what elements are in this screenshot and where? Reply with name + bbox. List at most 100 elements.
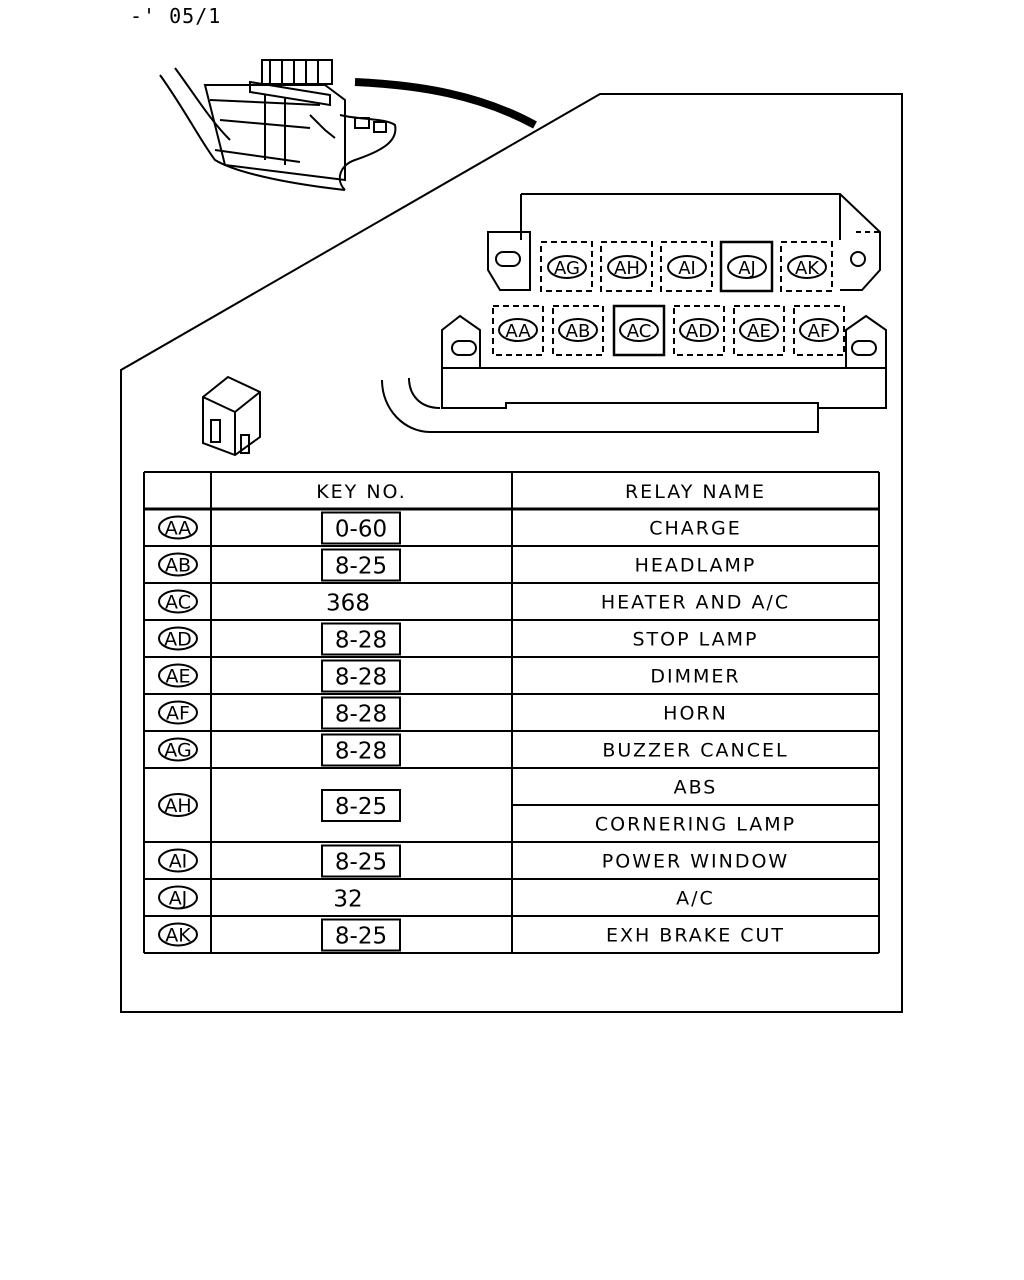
relay-name-value: A/C [676,888,715,910]
relay-code-label: AD [164,629,192,651]
relay-code-oval [158,737,198,762]
relay-socket-ac [612,304,666,357]
relay-code-oval [158,700,198,725]
socket-badge-ag: AG [547,255,587,279]
relay-name-value: CORNERING LAMP [595,814,796,836]
table-row: AJ 32 A/C [158,885,715,913]
relay-code-label: AB [165,555,191,577]
relay-code-oval [679,318,719,342]
key-no-value: 8-28 [335,739,387,765]
relay-socket-ag [540,241,593,292]
row-code-af: AF [158,700,198,725]
key-box [321,511,401,545]
relay-code-oval [547,255,587,279]
relay-icon [202,375,261,457]
table-header: KEY NO. RELAY NAME [316,481,766,503]
relay-code-oval [799,318,839,342]
relay-socket-af [793,305,845,356]
key-no-value: 0-60 [335,517,387,543]
key-no-value: 8-28 [335,628,387,654]
relay-table: KEY NO. RELAY NAME AA 0-60 CHARGE AB 8-25 HEADL… [143,471,880,954]
key-box [321,696,401,730]
row-code-ah: AH [158,793,198,817]
socket-badge-ac: AC [619,318,659,342]
relay-name-value: HORN [663,703,728,725]
key-no-value: 32 [333,887,362,913]
relay-code-label: AE [747,321,771,342]
relay-socket-ah [600,241,653,292]
key-box [321,622,401,656]
relay-block [381,193,887,433]
row-code-aa: AA [158,515,198,540]
socket-badge-aj: AJ [727,255,767,279]
main-frame [120,93,903,1013]
socket-badge-ab: AB [558,318,598,342]
relay-code-label: AH [164,795,191,817]
key-box [321,844,401,878]
header-relay-name: RELAY NAME [625,481,766,503]
relay-code-label: AC [165,592,191,614]
socket-badge-ak: AK [787,255,827,279]
relay-code-oval [619,318,659,342]
relay-name-value: POWER WINDOW [602,851,789,873]
relay-code-label: AK [165,925,191,947]
row-code-ak: AK [158,922,198,947]
header-key-no: KEY NO. [316,481,407,503]
relay-code-label: AE [165,666,190,688]
relay-code-oval [158,793,198,817]
table-row: AH 8-25 ABS CORNERING LAMP [158,777,879,836]
key-no-value: 8-28 [335,665,387,691]
relay-name-value: CHARGE [649,518,741,540]
relay-socket-aj [719,240,774,293]
relay-code-label: AJ [738,258,756,279]
row-code-ad: AD [158,626,198,651]
table-row: AI 8-25 POWER WINDOW [158,844,789,878]
row-code-aj: AJ [158,885,198,910]
relay-code-oval [607,255,647,279]
relay-code-oval [667,255,707,279]
relay-name-value: STOP LAMP [633,629,759,651]
key-box [321,659,401,693]
row-code-ae: AE [158,663,198,688]
relay-code-oval [158,552,198,577]
table-row: AF 8-28 HORN [158,696,728,730]
key-no-value: 8-25 [335,924,387,950]
relay-code-label: AC [627,321,652,342]
table-row: AB 8-25 HEADLAMP [158,548,757,582]
relay-code-label: AA [165,518,192,540]
relay-code-oval [158,589,198,614]
key-no-value: 8-28 [335,702,387,728]
key-box [321,548,401,582]
relay-code-oval [158,626,198,651]
relay-name-value: HEADLAMP [635,555,757,577]
key-no-value: 368 [326,591,370,617]
relay-code-oval [158,515,198,540]
relay-socket-ae [733,305,785,356]
relay-name-value: BUZZER CANCEL [602,740,788,762]
relay-code-label: AI [169,851,188,873]
relay-code-oval [787,255,827,279]
relay-name-value: ABS [674,777,718,799]
harness-location-sketch [159,59,397,191]
row-code-ab: AB [158,552,198,577]
socket-badge-ad: AD [679,318,719,342]
relay-code-oval [558,318,598,342]
relay-name-value: HEATER AND A/C [601,592,790,614]
key-no-value: 8-25 [335,850,387,876]
relay-code-label: AJ [169,888,188,910]
relay-socket-ak [780,241,833,292]
key-box [321,789,401,822]
relay-code-label: AD [686,321,712,342]
relay-code-oval [727,255,767,279]
key-no-value: 8-25 [335,794,387,820]
table-row: AC 368 HEATER AND A/C [158,589,790,617]
relay-socket-ab [552,305,604,356]
table-row: AD 8-28 STOP LAMP [158,622,759,656]
relay-code-oval [158,885,198,910]
relay-socket-ai [660,241,713,292]
key-no-value: 8-25 [335,554,387,580]
row-code-ai: AI [158,848,198,873]
